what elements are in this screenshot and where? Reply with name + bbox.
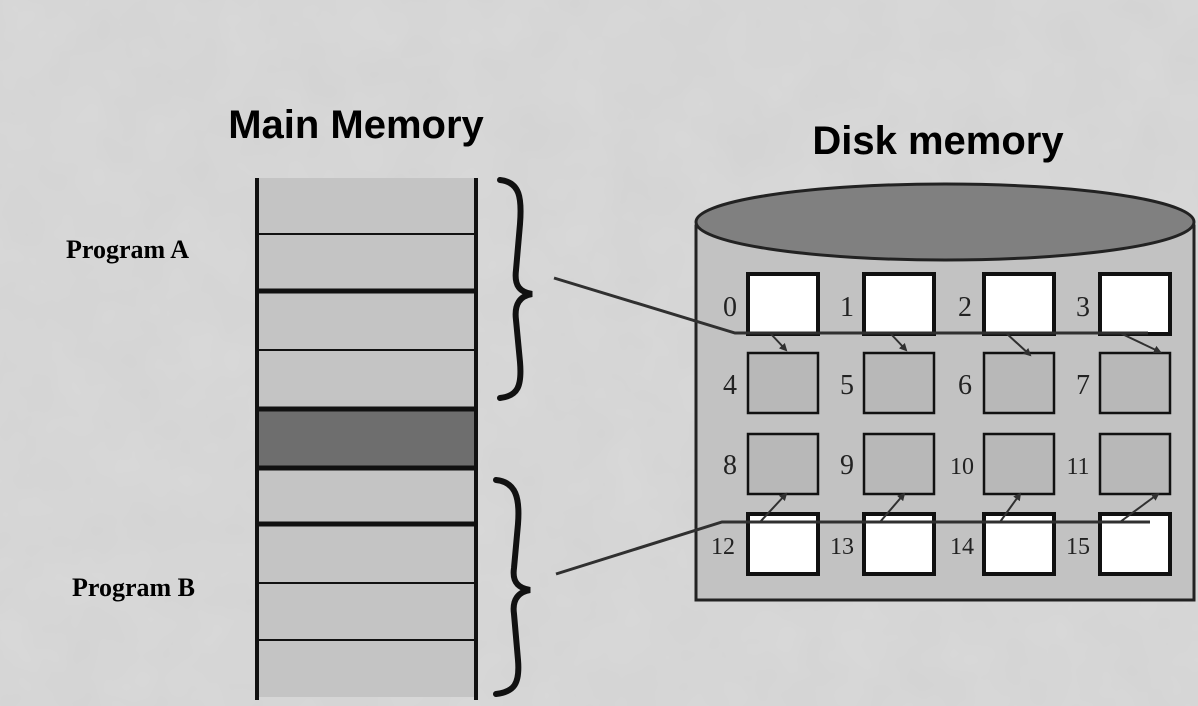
disk-block (982, 512, 1056, 576)
disk-memory-title: Disk memory (812, 119, 1064, 163)
program-b-brace (493, 477, 531, 697)
disk-block (746, 351, 820, 415)
memory-slot (258, 524, 474, 583)
disk-block (746, 512, 820, 576)
disk-block (862, 512, 936, 576)
disk-block-number: 12 (711, 534, 735, 560)
disk-block-number: 3 (1076, 292, 1090, 323)
disk-block (1098, 351, 1172, 415)
memory-slot (258, 291, 474, 350)
disk-block (746, 432, 820, 496)
program-a-label: Program A (66, 235, 189, 264)
link-arrow (999, 492, 1022, 523)
disk-block (982, 272, 1056, 336)
memory-slot (258, 234, 474, 291)
memory-slot (258, 178, 474, 234)
memory-slot (258, 640, 474, 697)
disk-block-number: 15 (1066, 534, 1090, 560)
disk-block-number: 7 (1076, 370, 1090, 401)
disk-block (862, 272, 936, 336)
disk-block-number: 6 (958, 370, 972, 401)
disk-block (982, 351, 1056, 415)
memory-slot (258, 350, 474, 409)
disk-block-number: 1 (840, 292, 854, 323)
disk-block (862, 432, 936, 496)
link-arrow (1119, 492, 1160, 523)
memory-slot (258, 468, 474, 524)
link-arrow (879, 492, 906, 523)
disk-block (982, 432, 1056, 496)
disk-block-number: 14 (950, 534, 974, 560)
disk-block-number: 13 (830, 534, 854, 560)
disk-block-number: 9 (840, 450, 854, 481)
program-a-brace (497, 177, 533, 401)
memory-slot-used (258, 409, 474, 468)
disk-block (1098, 272, 1172, 336)
link-arrow (889, 332, 908, 352)
main-memory-title: Main Memory (228, 103, 484, 147)
program-a-link (553, 276, 1148, 335)
disk-block (862, 351, 936, 415)
disk-top (694, 182, 1196, 262)
memory-slot (258, 583, 474, 640)
disk-block-number: 4 (723, 370, 737, 401)
disk-block-number: 11 (1066, 454, 1089, 480)
link-arrow (1119, 332, 1162, 354)
link-arrow (1005, 332, 1032, 357)
disk-block-number: 2 (958, 292, 972, 323)
link-arrow (769, 332, 788, 352)
link-arrow (759, 492, 788, 523)
disk-block-number: 0 (723, 292, 737, 323)
disk-block (746, 272, 820, 336)
page-table-links (553, 276, 1162, 576)
disk-block-number: 10 (950, 454, 974, 480)
disk-block-number: 5 (840, 370, 854, 401)
disk-block-number: 8 (723, 450, 737, 481)
program-b-link (555, 520, 1150, 576)
program-b-label: Program B (72, 573, 195, 602)
main-memory-stack (255, 178, 478, 700)
disk-block (1098, 432, 1172, 496)
disk-block (1098, 512, 1172, 576)
